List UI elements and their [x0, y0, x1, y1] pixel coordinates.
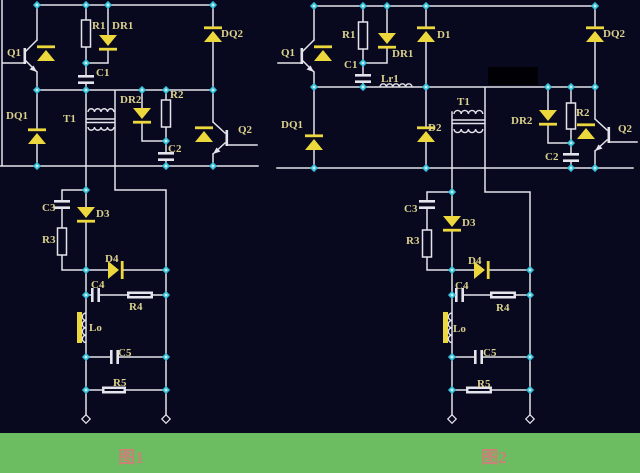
- fig1-capacitor-c5: [110, 350, 119, 364]
- fig2-label-c4: C4: [455, 280, 469, 292]
- fig2-resistor-r2: [565, 102, 577, 130]
- fig1-label-r3: R3: [42, 234, 56, 246]
- fig2-label-d2: D2: [428, 122, 442, 134]
- fig1-label-q2: Q2: [238, 124, 253, 136]
- fig1-resistor-r1: [80, 19, 92, 48]
- fig2-label-c3: C3: [404, 203, 418, 215]
- fig2-label-dq2: DQ2: [603, 28, 626, 40]
- fig2-label-lo: Lo: [453, 323, 466, 335]
- fig1-label-c5: C5: [118, 347, 132, 359]
- fig2-label-d4: D4: [468, 255, 482, 267]
- fig1-capacitor-c1: [78, 75, 94, 84]
- fig1-label-dq1: DQ1: [6, 110, 28, 122]
- fig1-label-q1: Q1: [7, 47, 21, 59]
- fig2-capacitor-c2: [563, 153, 579, 162]
- fig2-label-lr1: Lr1: [381, 73, 399, 85]
- fig1-capacitor-c2: [158, 152, 174, 161]
- fig2-circuit: Q1 R1 DR1 D1 DQ2 C1 Lr1 DQ1 T1 D2 DR2 R2…: [276, 1, 638, 424]
- fig2-wires: [276, 5, 638, 416]
- fig2-capacitor-c4: [455, 288, 464, 302]
- fig2-label-r3: R3: [406, 235, 420, 247]
- fig1-diode-dr1: [99, 35, 117, 51]
- fig2-label-r4: R4: [496, 302, 510, 314]
- fig2-capacitor-c3: [419, 200, 435, 209]
- fig1-circuit: Q1 R1 DR1 DQ2 C1 DQ1 T1 DR2 R2 C2 Q2 C3 …: [0, 0, 259, 424]
- fig1-igbt-q2: [195, 126, 229, 154]
- fig1-label-dr1: DR1: [112, 20, 133, 32]
- fig2-label-q1: Q1: [281, 47, 295, 59]
- fig2-resistor-r3: [421, 229, 433, 258]
- fig1-diode-d3: [77, 207, 95, 223]
- fig1-caption: 图1: [118, 448, 144, 467]
- fig2-resistor-r4: [490, 291, 516, 299]
- fig1-label-c1: C1: [96, 67, 109, 79]
- fig1-resistor-r2: [160, 99, 172, 128]
- fig2-label-dr1: DR1: [392, 48, 413, 60]
- fig2-capacitor-c5: [474, 350, 483, 364]
- fig2-diode-dq2: [586, 26, 604, 42]
- fig1-igbt-q1: [23, 45, 55, 72]
- fig1-capacitor-c4: [91, 288, 100, 302]
- fig1-label-c2: C2: [168, 143, 182, 155]
- fig2-igbt-q1: [300, 45, 332, 72]
- fig1-label-r2: R2: [170, 89, 184, 101]
- fig2-inductor-lr1: [379, 83, 413, 88]
- fig2-label-dr2: DR2: [511, 115, 533, 127]
- fig1-resistor-r5: [102, 386, 126, 394]
- fig2-resistor-r5: [466, 386, 492, 394]
- fig2-output-terminals: [447, 414, 535, 424]
- fig1-resistor-r4: [127, 291, 153, 299]
- fig2-label-r1: R1: [342, 29, 355, 41]
- fig1-label-c4: C4: [91, 279, 105, 291]
- fig1-label-c3: C3: [42, 202, 56, 214]
- fig2-transformer-t1: [452, 109, 485, 134]
- fig2-label-t1: T1: [457, 96, 470, 108]
- fig1-label-lo: Lo: [89, 322, 102, 334]
- fig2-igbt-q2: [577, 123, 611, 151]
- fig2-label-r2: R2: [576, 107, 590, 119]
- fig2-label-dq1: DQ1: [281, 119, 303, 131]
- fig1-label-d4: D4: [105, 253, 119, 265]
- fig2-label-c5: C5: [483, 347, 497, 359]
- fig2-diode-d3: [443, 216, 461, 232]
- fig1-inductor-lo: [77, 312, 87, 344]
- caption-banner: 图1 图2: [0, 433, 640, 473]
- fig2-caption: 图2: [481, 448, 507, 467]
- fig1-junction-dots: [32, 0, 218, 395]
- fig2-diode-d1: [417, 26, 435, 42]
- fig2-label-d1: D1: [437, 29, 450, 41]
- fig1-label-r4: R4: [129, 301, 143, 313]
- fig1-label-r5: R5: [113, 377, 127, 389]
- circuit-canvas: Q1 R1 DR1 DQ2 C1 DQ1 T1 DR2 R2 C2 Q2 C3 …: [0, 0, 638, 424]
- fig2-label-d3: D3: [462, 217, 476, 229]
- fig1-resistor-r3: [56, 227, 68, 256]
- fig2-label-r5: R5: [477, 378, 491, 390]
- fig2-diode-dr1: [378, 33, 396, 49]
- fig1-label-d3: D3: [96, 208, 110, 220]
- fig1-label-dr2: DR2: [120, 94, 142, 106]
- fig1-transformer-t1: [86, 108, 115, 131]
- fig2-diode-dq1: [305, 134, 323, 150]
- fig1-diode-dq2: [204, 26, 222, 42]
- fig2-label-q2: Q2: [618, 123, 633, 135]
- fig2-capacitor-c1: [355, 74, 371, 83]
- fig2-label-c2: C2: [545, 151, 559, 163]
- fig2-resistor-r1: [357, 21, 369, 50]
- fig2-label-c1: C1: [344, 59, 357, 71]
- fig1-label-dq2: DQ2: [221, 28, 244, 40]
- fig2-inductor-lo: [443, 312, 453, 344]
- fig1-output-terminals: [81, 414, 171, 424]
- fig1-wires: [0, 0, 259, 416]
- fig1-label-r1: R1: [92, 20, 105, 32]
- fig1-diode-dq1: [28, 128, 46, 144]
- fig1-label-t1: T1: [63, 113, 76, 125]
- fig2-diode-dr2: [539, 110, 557, 126]
- fig1-capacitor-c3: [54, 200, 70, 209]
- fig1-diode-dr2: [133, 108, 151, 124]
- fig2-black-patch: [488, 67, 538, 85]
